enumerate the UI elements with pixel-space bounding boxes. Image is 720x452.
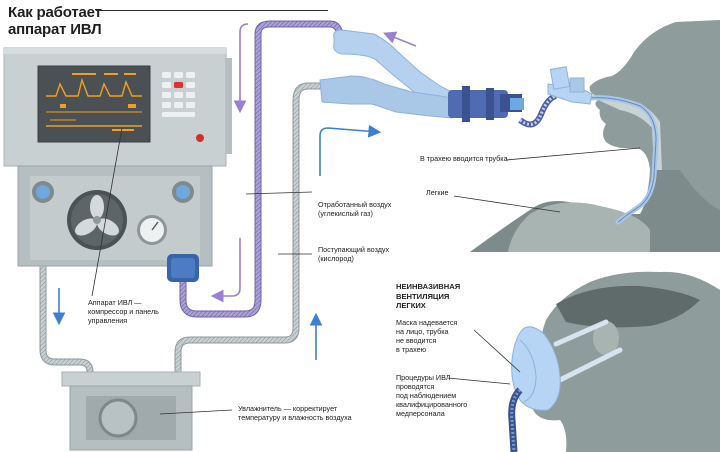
incoming-air-label: Поступающий воздух (кислород) [318, 245, 390, 263]
pressure-gauge-icon [137, 215, 167, 245]
machine-label: Аппарат ИВЛ — компрессор и панель управл… [88, 298, 159, 325]
power-light-icon [196, 134, 204, 142]
title-line-2: аппарат ИВЛ [8, 21, 102, 38]
monitor-screen [37, 65, 151, 143]
flow-arrows [52, 23, 417, 360]
leader-lines [91, 127, 641, 415]
inhale-hose [39, 82, 330, 376]
lungs-label: Легкие [426, 188, 449, 197]
tube-in-trachea-label: В трахею вводится трубка [420, 154, 508, 163]
inhale-arrow-icon [319, 124, 382, 176]
fan-icon [67, 190, 127, 250]
control-keypad [162, 72, 204, 142]
humidifier-label: Увлажнитель — корректирует температуру и… [238, 404, 352, 422]
exhale-arrow-icon [383, 31, 417, 47]
humidifier [61, 371, 201, 451]
procedures-note-label: Процедуры ИВЛ проводятся под наблюдением… [396, 373, 468, 418]
title-line-1: Как работает [8, 4, 102, 21]
lungs-shape [508, 202, 650, 252]
patient-head-mask [508, 271, 720, 452]
noninvasive-title: НЕИНВАЗИВНАЯ ВЕНТИЛЯЦИЯ ЛЕГКИХ [396, 282, 461, 310]
diagram-title: Как работает аппарат ИВЛ [8, 4, 102, 38]
mask-note-label: Маска надевается на лицо, трубка не ввод… [396, 318, 458, 354]
patient-head [470, 20, 720, 252]
exhaled-air-label: Отработанный воздух (углекислый газ) [318, 200, 392, 218]
face-mask-icon [511, 326, 561, 411]
exhale-arrow-icon [210, 238, 241, 303]
y-connector [319, 29, 524, 122]
ventilator-machine [3, 47, 232, 282]
title-rule [96, 10, 328, 11]
